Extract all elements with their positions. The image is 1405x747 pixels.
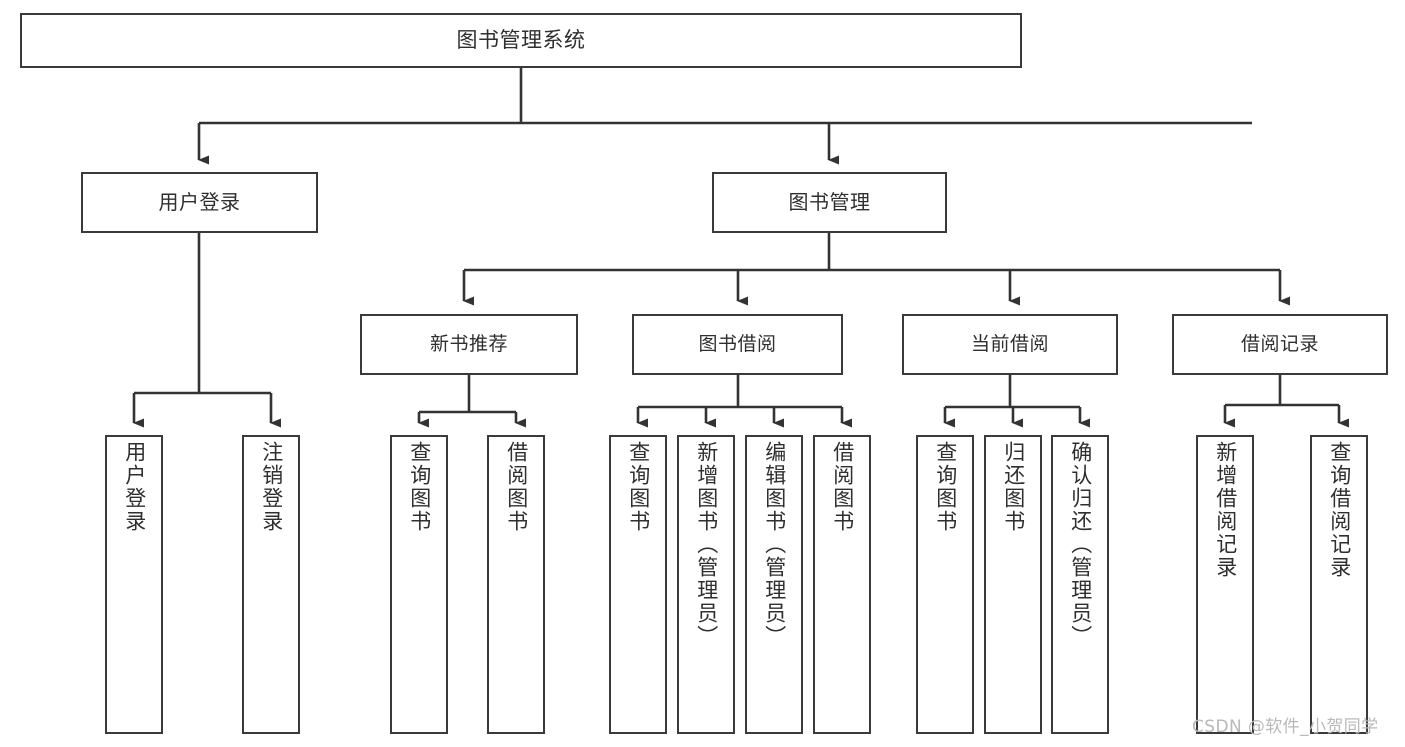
leaf-user-login[interactable]: 用户登录	[105, 435, 163, 734]
node-label: 新增借阅记录	[1213, 441, 1238, 579]
node-label: 图书借阅	[698, 332, 777, 355]
node-label: 用户登录	[122, 441, 147, 533]
node-label: 注销登录	[259, 441, 284, 533]
leaf-query-book-1[interactable]: 查询图书	[390, 435, 448, 734]
leaf-logout[interactable]: 注销登录	[242, 435, 300, 734]
node-user-login[interactable]: 用户登录	[81, 172, 318, 233]
node-book-borrow[interactable]: 图书借阅	[632, 314, 843, 375]
node-new-book-rec[interactable]: 新书推荐	[360, 314, 578, 375]
node-label: 新增图书（管理员）	[694, 441, 719, 648]
node-book-manage[interactable]: 图书管理	[712, 172, 947, 233]
node-label: 归还图书	[1001, 441, 1026, 533]
leaf-query-record[interactable]: 查询借阅记录	[1310, 435, 1368, 734]
leaf-borrow-book-1[interactable]: 借阅图书	[487, 435, 545, 734]
leaf-query-book-2[interactable]: 查询图书	[609, 435, 667, 734]
node-label: 借阅记录	[1240, 332, 1319, 355]
leaf-edit-book[interactable]: 编辑图书（管理员）	[745, 435, 803, 734]
node-label: 确认归还（管理员）	[1068, 441, 1093, 648]
leaf-query-book-3[interactable]: 查询图书	[916, 435, 974, 734]
node-label: 当前借阅	[970, 332, 1049, 355]
node-label: 编辑图书（管理员）	[762, 441, 787, 648]
node-label: 查询图书	[933, 441, 958, 533]
node-label: 查询图书	[626, 441, 651, 533]
node-label: 用户登录	[158, 190, 241, 215]
node-label: 新书推荐	[429, 332, 508, 355]
leaf-add-book[interactable]: 新增图书（管理员）	[677, 435, 735, 734]
node-label: 查询图书	[407, 441, 432, 533]
node-current-borrow[interactable]: 当前借阅	[902, 314, 1118, 375]
watermark-text: CSDN @软件_小贺同学	[1192, 717, 1379, 737]
leaf-add-record[interactable]: 新增借阅记录	[1196, 435, 1254, 734]
node-label: 借阅图书	[830, 441, 855, 533]
leaf-borrow-book-2[interactable]: 借阅图书	[813, 435, 871, 734]
node-label: 查询借阅记录	[1327, 441, 1352, 579]
node-label: 图书管理系统	[456, 27, 586, 52]
node-label: 图书管理	[788, 190, 871, 215]
leaf-confirm-return[interactable]: 确认归还（管理员）	[1051, 435, 1109, 734]
node-root[interactable]: 图书管理系统	[20, 13, 1022, 68]
node-borrow-record[interactable]: 借阅记录	[1172, 314, 1388, 375]
node-label: 借阅图书	[504, 441, 529, 533]
leaf-return-book[interactable]: 归还图书	[984, 435, 1042, 734]
